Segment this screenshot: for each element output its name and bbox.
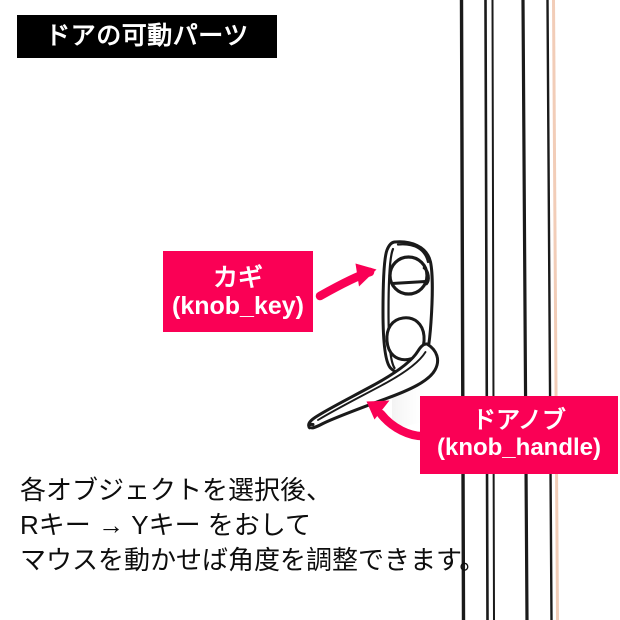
instruction-text: 各オブジェクトを選択後、 Rキー → Yキー をおして マウスを動かせば角度を調… [20, 473, 540, 578]
door-frame-accent-line [552, 0, 559, 620]
callout-label-knob-key-code: (knob_key) [172, 291, 304, 320]
title-banner: ドアの可動パーツ [17, 15, 277, 58]
escutcheon-plate-inner-line [387, 243, 430, 370]
lever-handle-inner-line [317, 351, 427, 421]
callout-label-knob-handle: ドアノブ (knob_handle) [420, 396, 618, 474]
callout-label-knob-handle-name-ja: ドアノブ [472, 407, 566, 435]
door-frame-lines [459, 0, 553, 620]
thumbturn-keyhole-icon [388, 255, 430, 296]
instruction-line-2: Rキー → Yキー をおして [20, 510, 312, 540]
callout-label-knob-key-name-ja: カギ [212, 263, 263, 292]
callout-label-knob-handle-code: (knob_handle) [436, 434, 601, 461]
instruction-line-1: 各オブジェクトを選択後、 [20, 475, 333, 505]
handle-hub [385, 316, 426, 362]
instruction-line-3: マウスを動かせば角度を調整できます。 [20, 545, 486, 575]
callout-label-knob-key: カギ (knob_key) [163, 251, 313, 332]
arrow-to-knob-key [315, 263, 377, 301]
page-title: ドアの可動パーツ [45, 22, 249, 50]
